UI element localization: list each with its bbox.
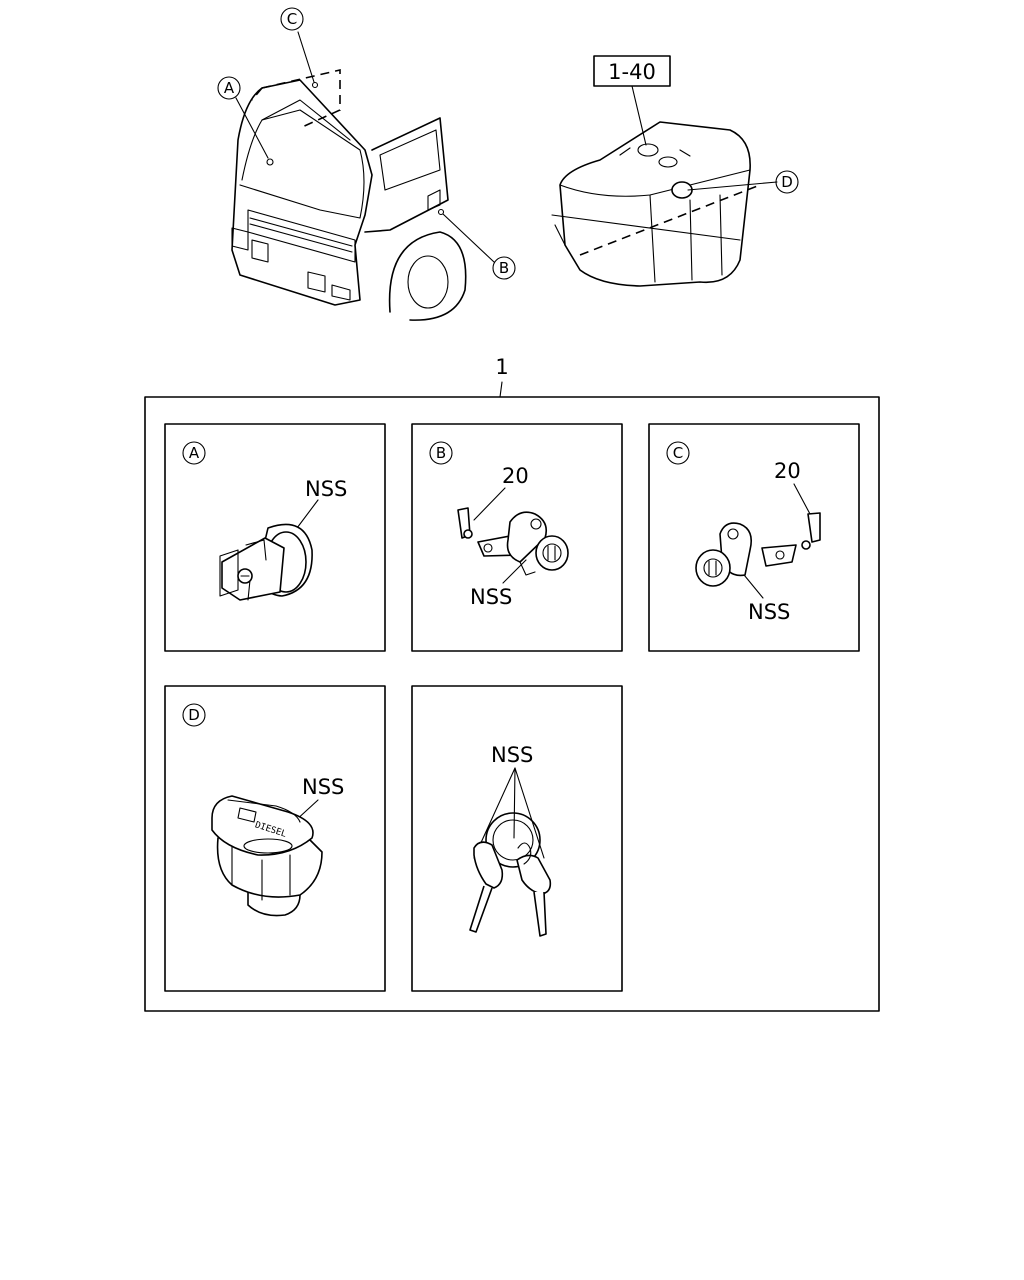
svg-text:C: C: [287, 10, 297, 28]
svg-text:1-40: 1-40: [608, 60, 656, 84]
panel-c-nss: NSS: [748, 600, 790, 624]
ref-box-1-40: 1-40: [593, 55, 671, 87]
door-lock-right-part: [695, 512, 821, 587]
panel-c-part-20: 20: [774, 459, 801, 483]
main-ref-label: 1: [495, 355, 508, 379]
svg-text:A: A: [224, 79, 235, 97]
svg-text:D: D: [188, 706, 200, 724]
panel-b-nss: NSS: [470, 585, 512, 609]
panel-b-letter-circle: [429, 441, 453, 465]
panel-c-letter-circle: [666, 441, 690, 465]
panel-d-letter-circle: [182, 703, 206, 727]
callout-c: C: [280, 7, 304, 31]
panel-a-nss: NSS: [305, 477, 347, 501]
callout-d: D: [775, 170, 799, 194]
svg-text:B: B: [436, 444, 446, 462]
panel-d-nss: NSS: [302, 775, 344, 799]
fuel-tank-illustration: [551, 121, 761, 287]
ignition-lock-part: [219, 523, 313, 601]
svg-text:C: C: [673, 444, 683, 462]
panel-keys: NSS: [411, 685, 623, 992]
panel-d: D NSS DIESEL: [164, 685, 386, 992]
panel-a: A NSS: [164, 423, 386, 652]
truck-cab-illustration: [231, 68, 467, 321]
panel-keys-nss: NSS: [491, 743, 533, 767]
kit-frame: [144, 396, 880, 1012]
panel-c: C 20 NSS: [648, 423, 860, 652]
panel-a-letter-circle: [182, 441, 206, 465]
svg-text:D: D: [781, 173, 793, 191]
door-lock-left-part: [457, 507, 569, 576]
svg-text:1: 1: [495, 355, 508, 379]
panel-b: B 20 NSS: [411, 423, 623, 652]
callout-b: B: [492, 256, 516, 280]
panel-b-part-20: 20: [502, 464, 529, 488]
svg-text:A: A: [189, 444, 200, 462]
keys-part: [469, 812, 552, 937]
fuel-cap-part: DIESEL: [211, 795, 323, 917]
callout-a: A: [217, 76, 241, 100]
svg-text:B: B: [499, 259, 509, 277]
